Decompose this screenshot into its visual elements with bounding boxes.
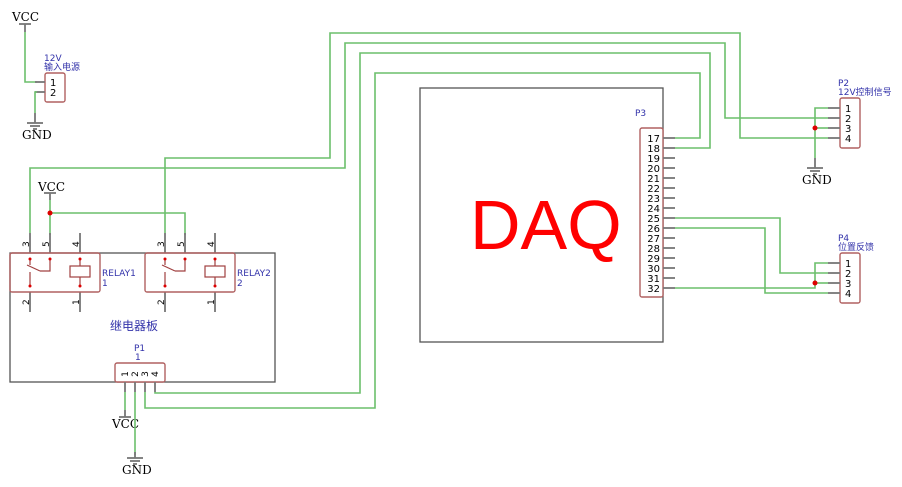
pin-label: 4 [72, 241, 82, 247]
pin-label: 25 [647, 214, 660, 225]
pin-label: 24 [647, 204, 660, 215]
pin-label: 2 [845, 269, 851, 280]
vcc-symbol-relay: VCC [37, 180, 65, 200]
pin-label: 28 [647, 244, 660, 255]
connector-p4: P4 位置反馈 1 2 3 4 [828, 234, 874, 304]
junction-dot [47, 210, 53, 216]
pin-label: 2 [131, 371, 141, 377]
wire-p3-32-p4-1 [675, 262, 828, 289]
vcc-label: VCC [11, 10, 39, 24]
pin-label: 4 [845, 289, 851, 300]
wire [24, 32, 37, 83]
p3-name: P3 [635, 109, 646, 119]
relay2-name: RELAY2 [237, 269, 271, 279]
pin-label: 2 [22, 299, 32, 305]
wire-relay1-p2-pin2 [29, 42, 828, 233]
pin-label: 4 [207, 241, 217, 247]
wire [34, 91, 37, 113]
junction-dot [812, 125, 818, 131]
p2-label: 12V控制信号 [838, 86, 892, 98]
pin-label: 26 [647, 224, 660, 235]
pin-label: 5 [177, 241, 187, 247]
junction-dot [812, 280, 818, 286]
pin-label: 1 [207, 299, 217, 305]
pin-label: 29 [647, 254, 660, 265]
pin-label: 5 [42, 241, 52, 247]
daq-title: DAQ [470, 186, 622, 264]
pin-label: 23 [647, 194, 660, 205]
pin-label: 3 [157, 241, 167, 247]
pin-label: 3 [845, 124, 851, 135]
p1-index: 1 [135, 353, 141, 363]
p4-name: P4 [838, 234, 849, 244]
gnd-label: GND [122, 463, 152, 477]
power-connector: 12V 输入电源 1 2 [35, 54, 80, 103]
pin-label: 1 [50, 78, 56, 89]
pin-label: 20 [647, 164, 660, 175]
gnd-label: GND [22, 128, 52, 142]
pin-label: 27 [647, 234, 660, 245]
pin-label: 1 [845, 259, 851, 270]
relay2: 3 5 4 2 1 RELAY2 2 [144, 233, 271, 312]
pin-label: 32 [647, 284, 660, 295]
wire [814, 107, 828, 158]
pin-label: 21 [647, 174, 660, 185]
wire-p1-pin3-p3-17 [144, 72, 701, 409]
gnd-symbol-bottom: GND [122, 452, 152, 477]
pin-label: 3 [22, 241, 32, 247]
pin-label: 22 [647, 184, 660, 195]
power-connector-desc: 输入电源 [44, 61, 80, 73]
pin-label: 2 [157, 299, 167, 305]
p1-name: P1 [134, 344, 145, 354]
vcc-label: VCC [111, 417, 139, 431]
pin-label: 4 [845, 134, 851, 145]
pin-label: 3 [141, 371, 151, 377]
wire-p1-pin4-p3-18 [154, 52, 711, 394]
power-connector-label: 12V [44, 54, 62, 64]
pin-label: 3 [845, 279, 851, 290]
wire [50, 212, 186, 235]
pin-label: 31 [647, 274, 660, 285]
gnd-symbol-p2: GND [802, 158, 832, 187]
gnd-symbol-top: GND [22, 113, 52, 142]
wire-p3-26-p4-4 [675, 227, 828, 294]
pin-label: 1 [72, 299, 82, 305]
wire-p3-25-p4-2 [675, 217, 828, 274]
vcc-symbol-top: VCC [11, 10, 39, 32]
relay-board-title: 继电器板 [110, 319, 158, 333]
vcc-symbol-bottom: VCC [111, 410, 139, 431]
pin-label: 18 [647, 144, 660, 155]
relay1: 3 5 4 2 1 RELAY1 1 [9, 233, 136, 312]
vcc-label: VCC [37, 180, 65, 194]
connector-p1: P1 1 1 2 3 4 [114, 344, 166, 392]
p2-name: P2 [838, 79, 849, 89]
p4-label: 位置反馈 [838, 241, 874, 253]
pin-label: 1 [845, 104, 851, 115]
relay1-name: RELAY1 [102, 269, 136, 279]
pin-label: 30 [647, 264, 660, 275]
wire-relay2-p2-pin4 [164, 32, 828, 233]
pin-label: 17 [647, 134, 660, 145]
pin-label: 19 [647, 154, 660, 165]
pin-label: 2 [50, 88, 56, 99]
connector-p2: P2 12V控制信号 1 2 3 4 [828, 79, 892, 149]
pin-label: 4 [151, 371, 161, 377]
relay1-index: 1 [102, 279, 108, 289]
relay2-index: 2 [237, 279, 243, 289]
pin-label: 1 [121, 371, 131, 377]
gnd-label: GND [802, 173, 832, 187]
pin-label: 2 [845, 114, 851, 125]
